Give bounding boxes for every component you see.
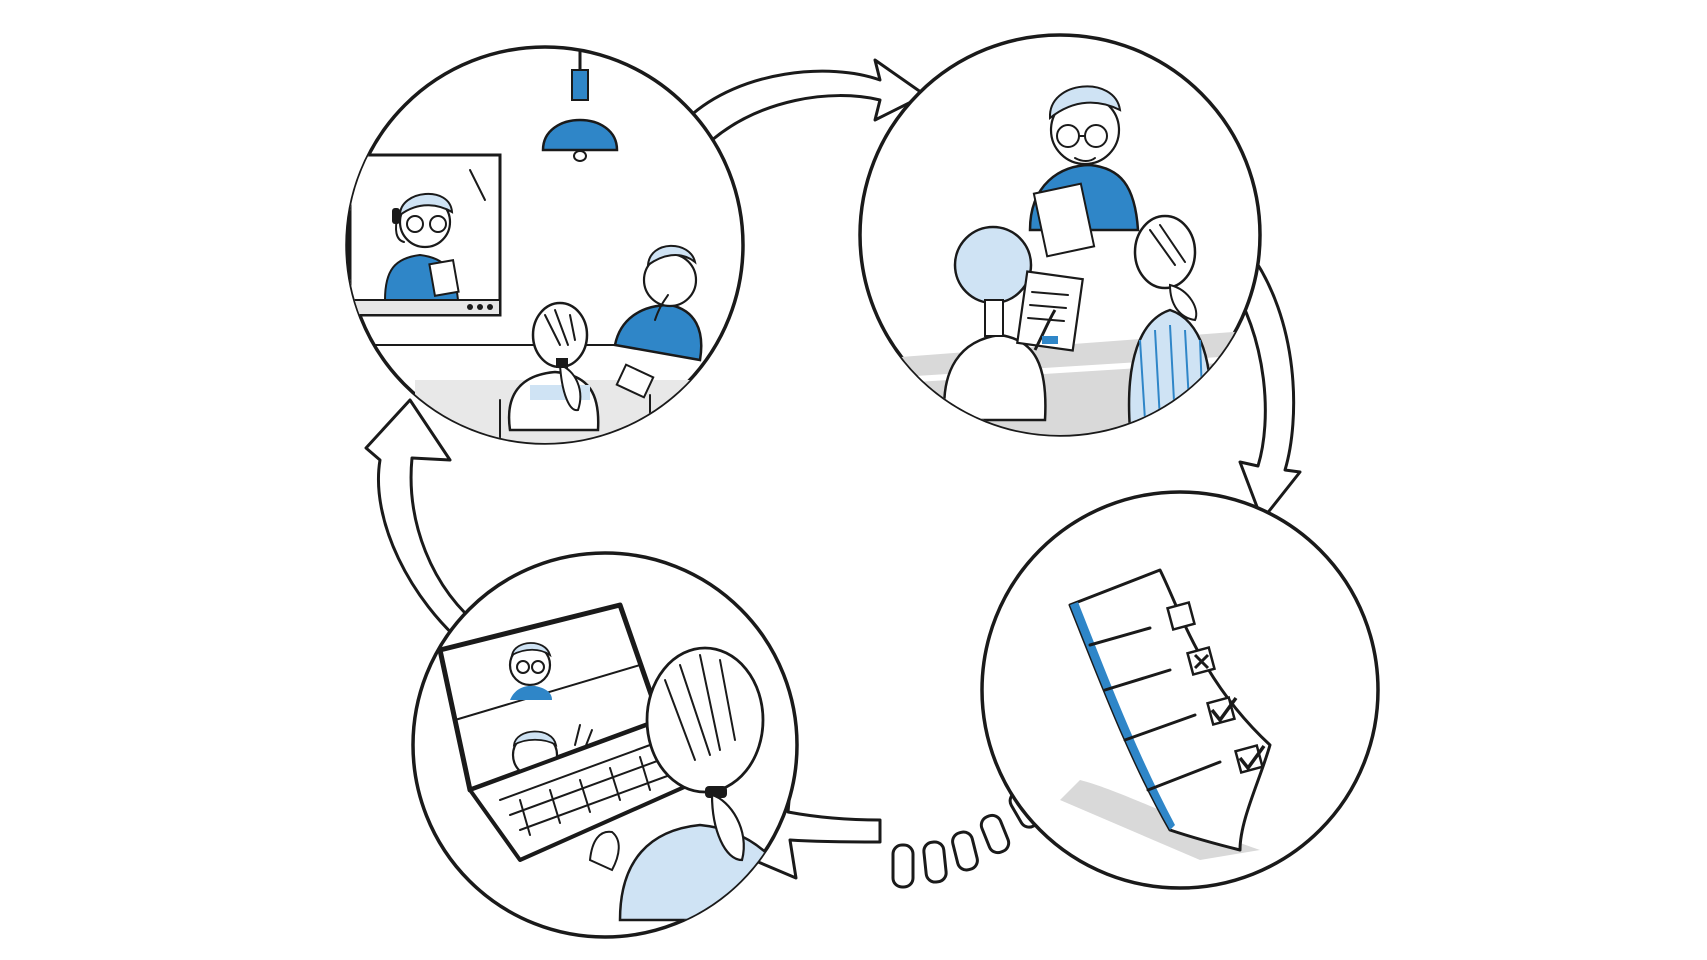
arrow-left-icon: [364, 398, 486, 650]
laptop-video-call-illustration: [411, 551, 799, 939]
dashed-arrow-bottom-icon: [728, 788, 1042, 889]
group-reviewing-documents-illustration: [858, 33, 1262, 437]
checklist-document-illustration: [980, 490, 1380, 890]
meeting-room-video-call-illustration: [345, 45, 745, 445]
